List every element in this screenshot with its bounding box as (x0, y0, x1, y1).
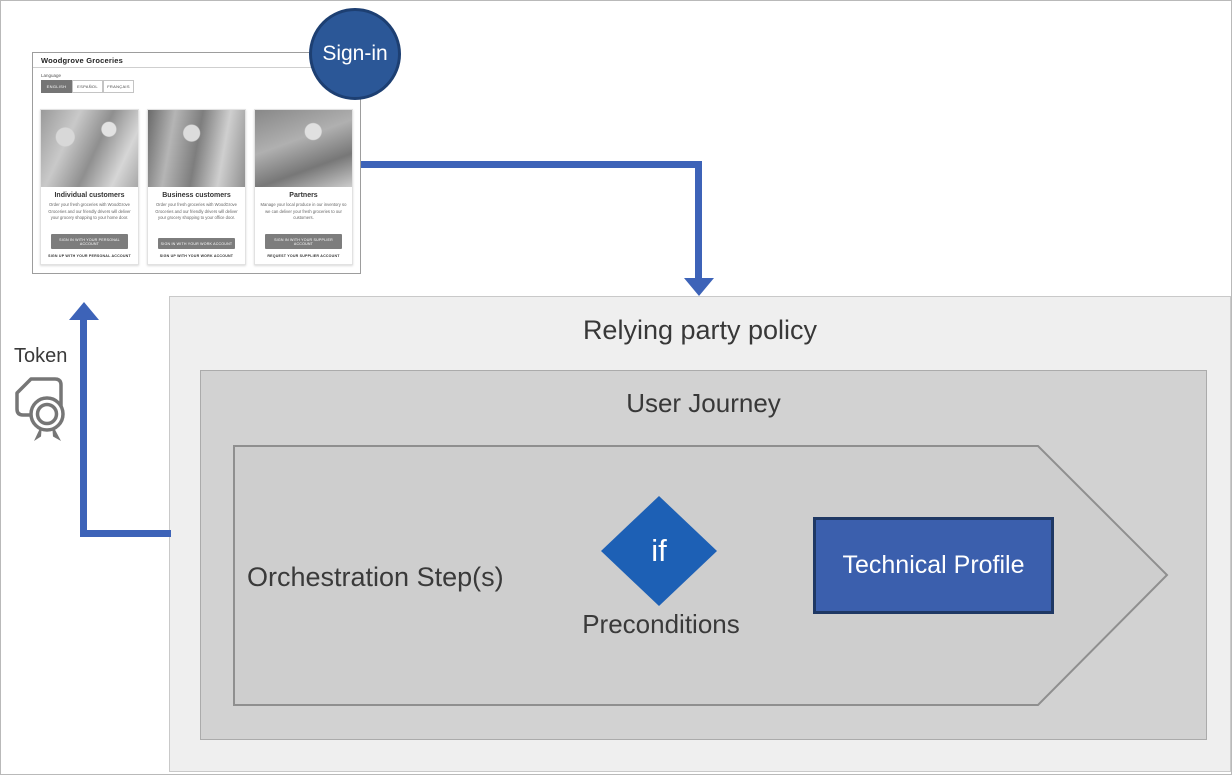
customer-cards: Individual customers Order your fresh gr… (40, 109, 353, 265)
woodgrove-app-window: Woodgrove Groceries Language ENGLISH ESP… (32, 52, 361, 274)
card-description: Manage your local produce in our invento… (260, 202, 347, 220)
signin-circle: Sign-in (309, 8, 401, 100)
diamond-shape (601, 496, 717, 606)
user-journey-title: User Journey (626, 388, 781, 418)
signup-work-link[interactable]: SIGN UP WITH YOUR WORK ACCOUNT (159, 254, 234, 258)
signin-work-button[interactable]: SIGN IN WITH YOUR WORK ACCOUNT (158, 238, 235, 249)
certificate-icon (15, 377, 65, 441)
card-business-customers: Business customers Order your fresh groc… (147, 109, 246, 265)
card-body: Business customers Order your fresh groc… (148, 187, 245, 264)
signin-arrow-vertical (695, 161, 702, 279)
app-title: Woodgrove Groceries (33, 53, 360, 68)
arrow-up-icon (69, 302, 99, 320)
technical-profile-label: Technical Profile (842, 551, 1025, 579)
orchestration-steps-label: Orchestration Step(s) (247, 562, 504, 592)
card-partners: Partners Manage your local produce in ou… (254, 109, 353, 265)
card-title: Individual customers (54, 192, 125, 199)
relying-party-policy-title: Relying party policy (582, 315, 818, 345)
orchestration-chevron-shape (233, 445, 1169, 706)
request-supplier-link[interactable]: REQUEST YOUR SUPPLIER ACCOUNT (267, 254, 340, 258)
card-individual-customers: Individual customers Order your fresh gr… (40, 109, 139, 265)
if-label: if (651, 533, 667, 568)
card-description: Order your fresh groceries with WoodGrov… (48, 202, 131, 220)
card-body: Individual customers Order your fresh gr… (41, 187, 138, 264)
language-section: Language ENGLISH ESPAÑOL FRANÇAIS (33, 68, 360, 93)
card-title: Business customers (162, 192, 231, 199)
signin-personal-button[interactable]: SIGN IN WITH YOUR PERSONAL ACCOUNT (51, 234, 128, 249)
token-arrow-vertical (80, 318, 87, 535)
language-label: Language (41, 73, 62, 78)
photo-individual-customers (41, 110, 138, 187)
tab-francais[interactable]: FRANÇAIS (103, 79, 134, 93)
tab-espanol[interactable]: ESPAÑOL (72, 79, 103, 93)
signin-label: Sign-in (322, 42, 388, 65)
arrow-down-icon (684, 278, 714, 296)
signin-supplier-button[interactable]: SIGN IN WITH YOUR SUPPLIER ACCOUNT (265, 234, 342, 249)
photo-business-customers (148, 110, 245, 187)
language-tabs: ENGLISH ESPAÑOL FRANÇAIS (41, 79, 352, 93)
tab-english[interactable]: ENGLISH (41, 79, 72, 93)
card-title: Partners (289, 192, 318, 199)
signin-arrow-horizontal (361, 161, 698, 168)
card-body: Partners Manage your local produce in ou… (255, 187, 352, 264)
card-description: Order your fresh groceries with WoodGrov… (155, 202, 238, 220)
signup-personal-link[interactable]: SIGN UP WITH YOUR PERSONAL ACCOUNT (48, 254, 131, 258)
technical-profile-box: Technical Profile (813, 517, 1054, 614)
preconditions-label: Preconditions (582, 609, 740, 639)
token-label: Token (14, 345, 68, 367)
photo-partners (255, 110, 352, 187)
if-condition-diamond: if (601, 496, 717, 606)
token-arrow-horizontal (80, 530, 171, 537)
